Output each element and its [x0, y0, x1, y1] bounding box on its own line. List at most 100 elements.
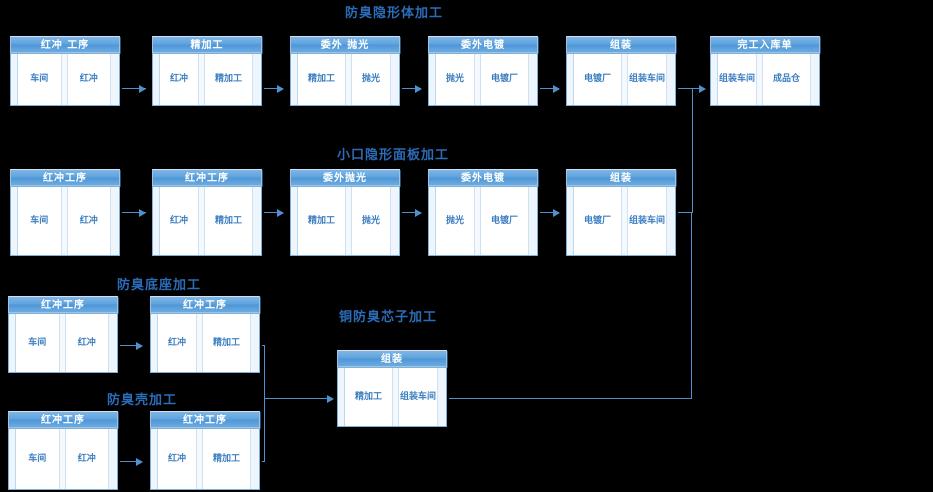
node-divider	[197, 314, 203, 372]
connector-line	[264, 398, 329, 399]
connector-arrow	[277, 209, 284, 217]
node-header: 组装	[566, 36, 676, 53]
connector-arrow	[699, 85, 706, 93]
node-cell: 车间	[16, 314, 60, 372]
node-cell: 精加工	[205, 187, 253, 255]
node-cell: 电镀厂	[481, 187, 529, 255]
node-body: 红冲 精加工	[150, 313, 260, 373]
node-cell: 成品仓	[763, 54, 811, 105]
node-cell: 红冲	[158, 429, 197, 489]
connector-line	[402, 212, 421, 213]
node-divider	[757, 54, 763, 105]
node-cell: 车间	[18, 54, 62, 105]
node-divider	[59, 429, 66, 489]
node-tail	[391, 187, 399, 255]
connector-arrow	[415, 209, 422, 217]
node-header: 委外电镀	[428, 36, 538, 53]
node-divider	[199, 54, 205, 105]
section-title-center: 铜防臭芯子加工	[339, 310, 438, 325]
section-title-row4: 防臭壳加工	[107, 393, 178, 408]
node-divider	[61, 187, 68, 255]
node-gutter	[711, 54, 718, 105]
connector-arrow	[136, 458, 143, 466]
node-body: 红冲 精加工	[152, 186, 262, 256]
node-cell: 电镀厂	[481, 54, 529, 105]
node-cell: 精加工	[298, 187, 346, 255]
node-cell: 组装车间	[399, 368, 438, 426]
connector-line	[540, 88, 559, 89]
connector-arrow	[327, 395, 334, 403]
node-body: 精加工 组装车间	[337, 367, 447, 427]
node-body: 抛光 电镀厂	[428, 53, 538, 106]
node-header: 组装	[566, 169, 676, 186]
connector-arrow	[139, 209, 146, 217]
node-divider	[197, 429, 203, 489]
node-body: 红冲 精加工	[152, 53, 262, 106]
node-header: 红冲工序	[150, 296, 260, 313]
connector-line	[678, 212, 693, 213]
connector-line	[449, 398, 692, 399]
node-header: 红冲工序	[10, 169, 120, 186]
node-gutter	[151, 429, 158, 489]
node-divider	[199, 187, 205, 255]
connector-line	[122, 88, 146, 89]
node-gutter	[151, 314, 158, 372]
node-tail	[253, 54, 261, 105]
node-cell: 精加工	[205, 54, 253, 105]
node-body: 精加工 抛光	[290, 53, 400, 106]
node-header: 组装	[337, 350, 447, 367]
connector-line	[402, 88, 421, 89]
node-body: 红冲 精加工	[150, 428, 260, 490]
node-gutter	[153, 54, 160, 105]
node-cell: 红冲	[68, 187, 111, 255]
node-header: 红冲工序	[8, 411, 118, 428]
node-gutter	[291, 187, 298, 255]
node-cell: 组装车间	[718, 54, 757, 105]
node-cell: 红冲	[68, 54, 111, 105]
node-header: 委外 抛光	[290, 36, 400, 53]
node-header: 委外抛光	[290, 169, 400, 186]
node-tail	[253, 187, 261, 255]
connector-arrow	[415, 85, 422, 93]
node-body: 车间 红冲	[8, 313, 118, 373]
node-body: 车间 红冲	[10, 186, 120, 256]
node-body: 电镀厂 组装车间	[566, 53, 676, 106]
node-cell: 红冲	[66, 314, 109, 372]
node-tail	[109, 429, 117, 489]
node-header: 红冲工序	[152, 169, 262, 186]
connector-line	[692, 88, 693, 213]
node-divider	[475, 54, 481, 105]
node-tail	[667, 187, 675, 255]
node-divider	[59, 314, 66, 372]
node-tail	[251, 429, 259, 489]
node-cell: 抛光	[352, 54, 391, 105]
node-cell: 红冲	[66, 429, 109, 489]
node-divider	[622, 54, 628, 105]
node-header: 委外电镀	[428, 169, 538, 186]
connector-arrow	[136, 342, 143, 350]
node-tail	[111, 187, 119, 255]
connector-line	[262, 461, 265, 462]
node-cell: 精加工	[203, 314, 251, 372]
node-header: 精加工	[152, 36, 262, 53]
node-gutter	[338, 368, 345, 426]
node-cell: 车间	[18, 187, 62, 255]
node-tail	[529, 187, 537, 255]
node-tail	[438, 368, 446, 426]
node-gutter	[429, 54, 436, 105]
node-gutter	[11, 54, 18, 105]
node-tail	[667, 54, 675, 105]
connector-line	[678, 88, 703, 89]
connector-arrow	[277, 85, 284, 93]
node-divider	[393, 368, 399, 426]
node-cell: 红冲	[160, 54, 199, 105]
node-tail	[251, 314, 259, 372]
node-cell: 组装车间	[628, 54, 667, 105]
node-body: 精加工 抛光	[290, 186, 400, 256]
node-cell: 精加工	[345, 368, 393, 426]
section-title-row2: 小口隐形面板加工	[337, 148, 450, 163]
connector-line	[264, 88, 283, 89]
node-cell: 精加工	[298, 54, 346, 105]
node-gutter	[291, 54, 298, 105]
